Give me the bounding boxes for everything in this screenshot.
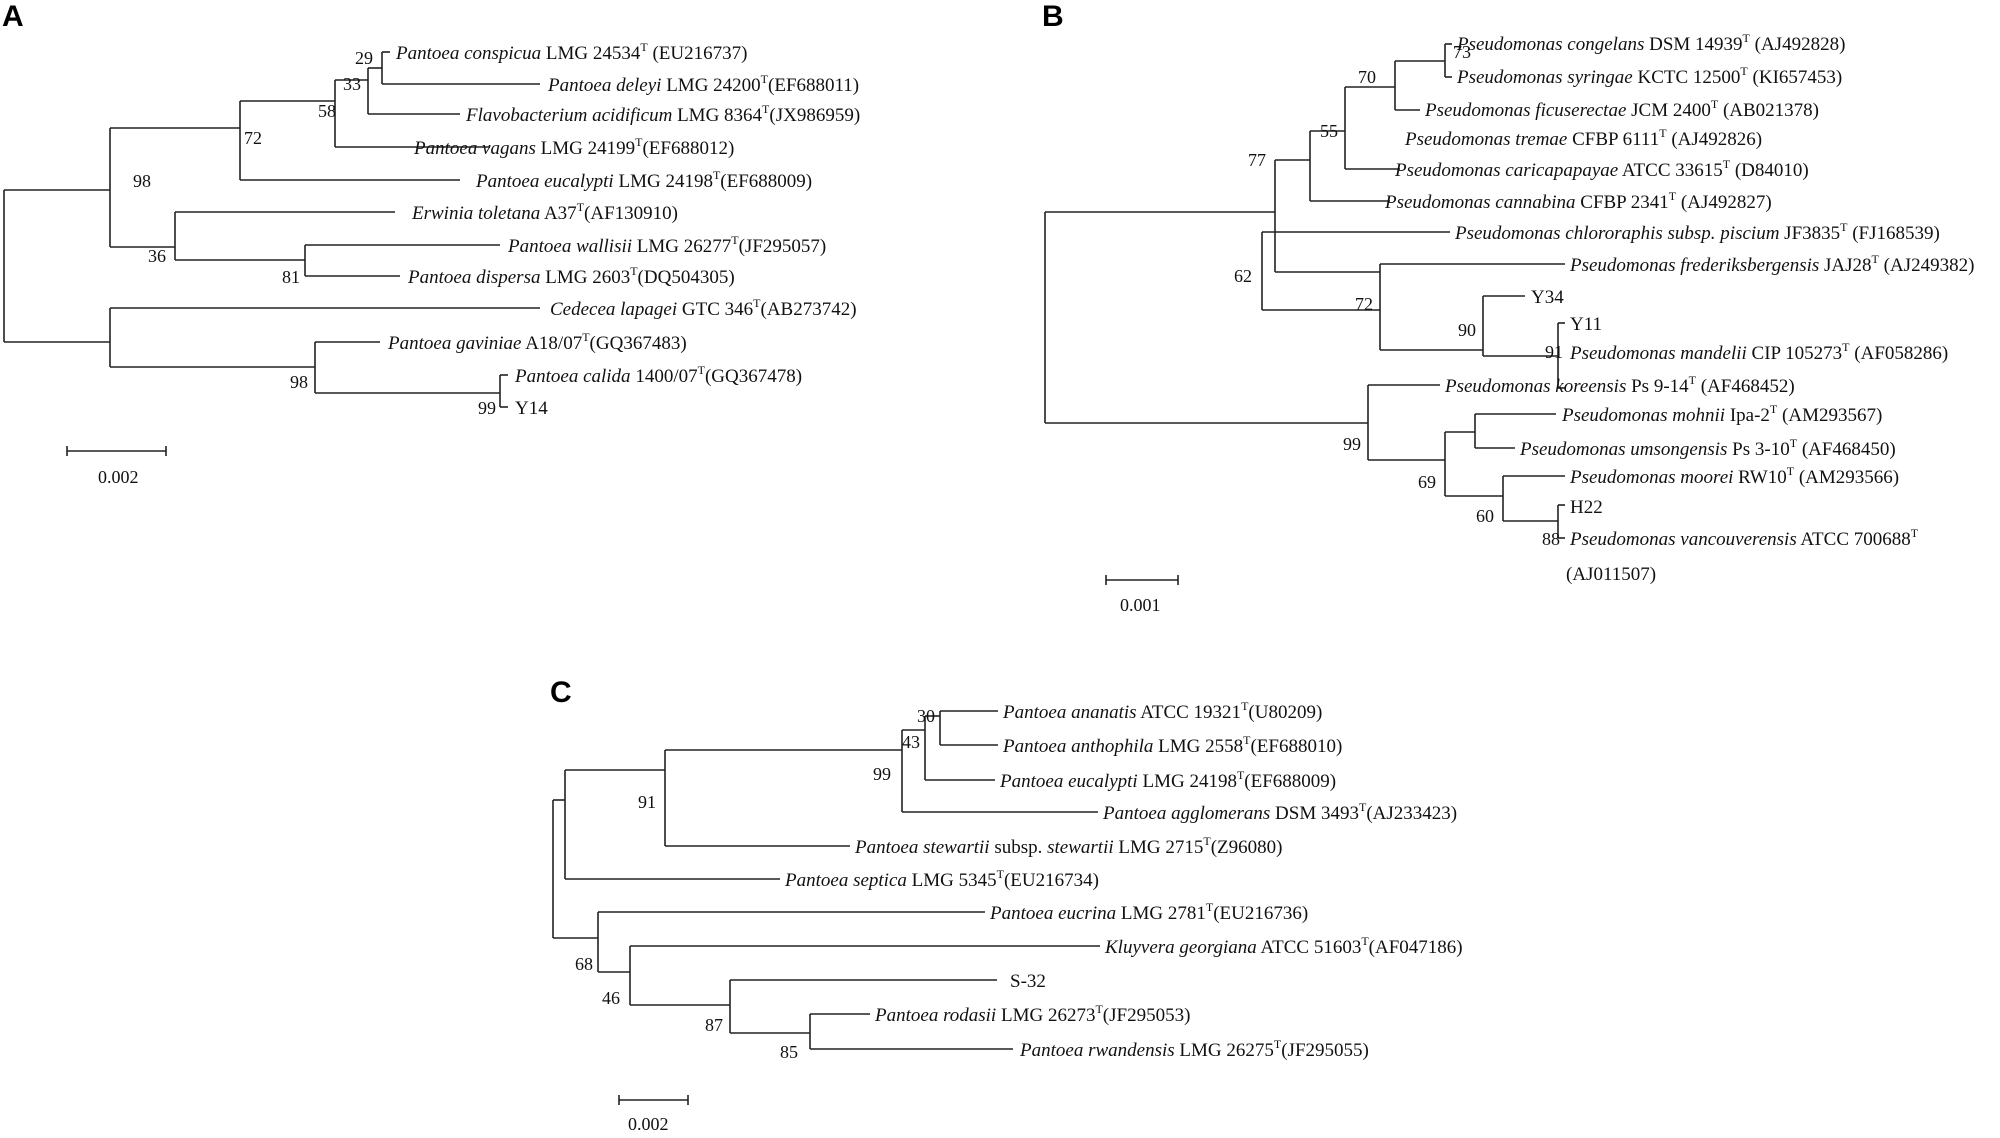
bootstrap-value: 62: [1234, 266, 1252, 286]
leaf-label: Pseudomonas ficuserectae JCM 2400T (AB02…: [1424, 97, 1819, 121]
leaf-label: Pseudomonas mandelii CIP 105273T (AF0582…: [1569, 340, 1948, 364]
leaf-label: Pantoea deleyi LMG 24200T(EF688011): [547, 72, 859, 96]
bootstrap-value: 58: [318, 101, 336, 121]
leaf-label: Pantoea gaviniae A18/07T(GQ367483): [387, 330, 687, 354]
scale-label-b: 0.001: [1120, 595, 1161, 615]
bootstrap-value: 88: [1542, 529, 1560, 549]
leaf-label: Pseudomonas koreensis Ps 9-14T (AF468452…: [1444, 373, 1795, 397]
bootstrap-value: 55: [1320, 121, 1338, 141]
panel-letter-b: B: [1042, 0, 1064, 33]
leaf-label: Pseudomonas tremae CFBP 6111T (AJ492826): [1404, 126, 1762, 150]
leaf-label: Pantoea septica LMG 5345T(EU216734): [784, 867, 1099, 891]
bootstrap-value: 68: [575, 954, 593, 974]
leaf-label: Pseudomonas mohnii Ipa-2T (AM293567): [1561, 402, 1882, 426]
scale-bar-a: 0.002: [66, 446, 167, 487]
leaf-label: Pseudomonas frederiksbergensis JAJ28T (A…: [1569, 252, 1974, 276]
panel-c: C: [550, 676, 1463, 1134]
tree-branches-a: [3, 51, 540, 408]
leaf-label: Pantoea dispersa LMG 2603T(DQ504305): [407, 264, 735, 288]
leaf-label: Pseudomonas moorei RW10T (AM293566): [1569, 464, 1899, 488]
tree-branches-c: [552, 710, 1100, 1050]
leaf-label: S-32: [1010, 971, 1046, 992]
leaf-labels-c: Pantoea ananatis ATCC 19321T(U80209) Pan…: [784, 699, 1463, 1061]
leaf-label: Y11: [1570, 314, 1602, 335]
leaf-label: Pantoea anthophila LMG 2558T(EF688010): [1002, 733, 1342, 757]
leaf-label: Pantoea wallisii LMG 26277T(JF295057): [507, 233, 826, 257]
leaf-label: Pantoea eucalypti LMG 24198T(EF688009): [999, 768, 1336, 792]
bootstrap-values-b: 73 70 55 77 62 72 90 91 99 69 60 88: [1234, 42, 1563, 549]
panel-letter-c: C: [550, 676, 572, 709]
bootstrap-value: 77: [1248, 150, 1266, 170]
bootstrap-values-c: 30 43 99 91 68 46 87 85: [575, 706, 935, 1062]
bootstrap-value: 81: [282, 267, 300, 287]
leaf-label: Pantoea conspicua LMG 24534T (EU216737): [395, 40, 747, 64]
bootstrap-value: 90: [1458, 320, 1476, 340]
leaf-label: Pantoea calida 1400/07T(GQ367478): [514, 363, 802, 387]
bootstrap-value: 60: [1476, 506, 1494, 526]
bootstrap-value: 43: [902, 732, 920, 752]
bootstrap-value: 91: [638, 792, 656, 812]
leaf-label: Pseudomonas congelans DSM 14939T (AJ4928…: [1456, 31, 1845, 55]
leaf-label-wrap: (AJ011507): [1566, 564, 1656, 585]
bootstrap-value: 87: [705, 1015, 723, 1035]
leaf-label: Kluyvera georgiana ATCC 51603T(AF047186): [1104, 934, 1463, 958]
panel-a: A: [2, 0, 860, 487]
leaf-label: Pseudomonas chlororaphis subsp. piscium …: [1454, 220, 1940, 244]
bootstrap-value: 99: [873, 764, 891, 784]
bootstrap-value: 99: [1343, 434, 1361, 454]
bootstrap-value: 98: [290, 372, 308, 392]
bootstrap-value: 99: [478, 398, 496, 418]
bootstrap-value: 98: [133, 171, 151, 191]
bootstrap-value: 70: [1358, 67, 1376, 87]
bootstrap-value: 72: [244, 128, 262, 148]
bootstrap-value: 33: [343, 74, 361, 94]
leaf-label: Pantoea rwandensis LMG 26275T(JF295055): [1019, 1037, 1369, 1061]
leaf-label: H22: [1570, 497, 1603, 518]
leaf-label: Erwinia toletana A37T(AF130910): [411, 200, 678, 224]
bootstrap-value: 46: [602, 988, 620, 1008]
bootstrap-value: 73: [1453, 42, 1471, 62]
panel-letter-a: A: [2, 0, 24, 33]
leaf-label: Pantoea eucrina LMG 2781T(EU216736): [989, 900, 1308, 924]
leaf-label: Pseudomonas umsongensis Ps 3-10T (AF4684…: [1519, 436, 1896, 460]
leaf-labels-a: Pantoea conspicua LMG 24534T (EU216737) …: [387, 40, 860, 419]
leaf-label: Pseudomonas vancouverensis ATCC 700688T: [1569, 526, 1919, 550]
leaf-label: Y34: [1531, 287, 1564, 308]
leaf-labels-b: Pseudomonas congelans DSM 14939T (AJ4928…: [1384, 31, 1974, 585]
bootstrap-values-a: 29 33 58 72 98 36 81 98 99: [133, 48, 496, 418]
leaf-label: Pseudomonas syringae KCTC 12500T (KI6574…: [1456, 64, 1842, 88]
leaf-label: Pseudomonas caricapapayae ATCC 33615T (D…: [1394, 157, 1809, 181]
leaf-label: Pantoea ananatis ATCC 19321T(U80209): [1002, 699, 1322, 723]
tree-branches-b: [1044, 43, 1565, 539]
leaf-label: Pantoea eucalypti LMG 24198T(EF688009): [475, 168, 812, 192]
leaf-label: Cedecea lapagei GTC 346T(AB273742): [550, 296, 857, 320]
bootstrap-value: 30: [917, 706, 935, 726]
leaf-label: Flavobacterium acidificum LMG 8364T(JX98…: [465, 102, 860, 126]
bootstrap-value: 72: [1355, 294, 1373, 314]
leaf-label: Pseudomonas cannabina CFBP 2341T (AJ4928…: [1384, 189, 1772, 213]
bootstrap-value: 36: [148, 246, 166, 266]
panel-b: B: [1042, 0, 1974, 615]
scale-label-a: 0.002: [98, 467, 139, 487]
bootstrap-value: 29: [355, 48, 373, 68]
leaf-label: Y14: [515, 398, 548, 419]
leaf-label: Pantoea rodasii LMG 26273T(JF295053): [874, 1002, 1190, 1026]
leaf-label: Pantoea stewartii subsp. stewartii LMG 2…: [854, 834, 1282, 858]
bootstrap-value: 69: [1418, 472, 1436, 492]
leaf-label: Pantoea vagans LMG 24199T(EF688012): [413, 135, 734, 159]
scale-bar-b: 0.001: [1105, 575, 1179, 615]
scale-bar-c: 0.002: [618, 1095, 689, 1134]
bootstrap-value: 85: [780, 1042, 798, 1062]
scale-label-c: 0.002: [628, 1114, 669, 1134]
bootstrap-value: 91: [1545, 342, 1563, 362]
leaf-label: Pantoea agglomerans DSM 3493T(AJ233423): [1102, 800, 1457, 824]
